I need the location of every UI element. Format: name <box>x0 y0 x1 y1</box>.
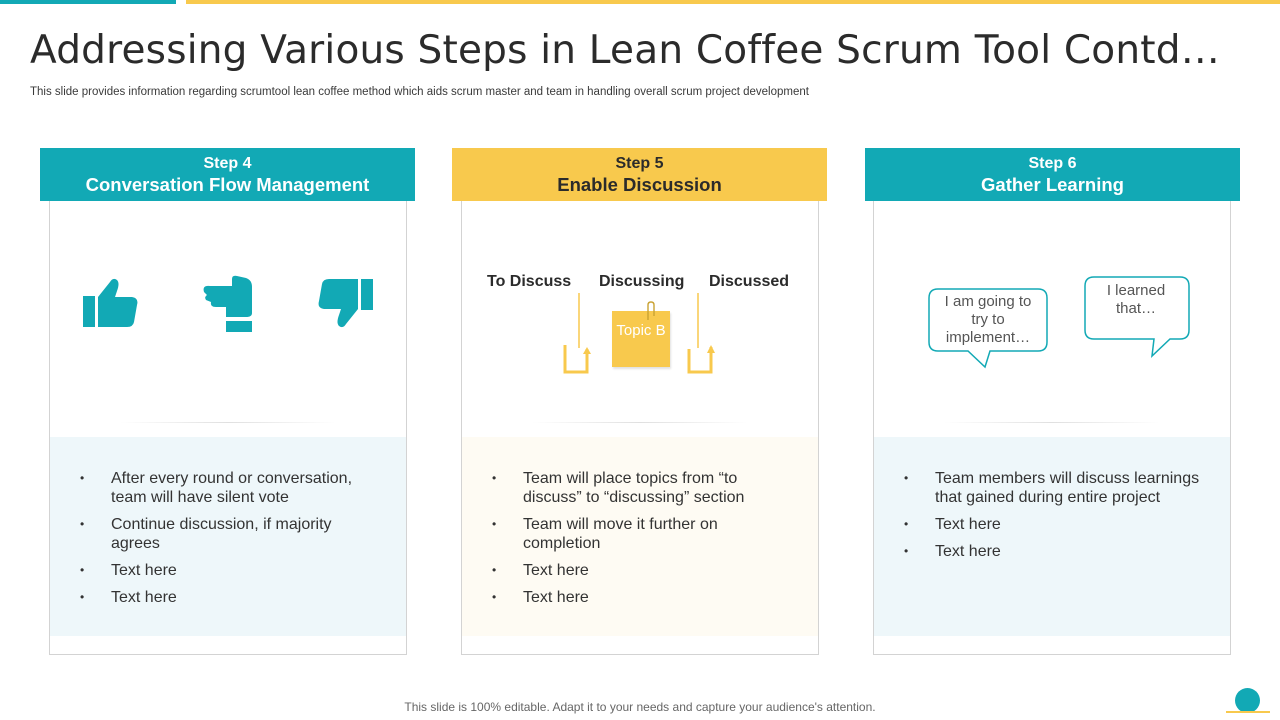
top-accent-bar-yellow <box>186 0 1280 4</box>
footer-note: This slide is 100% editable. Adapt it to… <box>404 700 876 714</box>
speech-bubble-right-icon <box>1084 276 1190 358</box>
step-6-bullet-list: Team members will discuss learnings that… <box>904 469 1200 569</box>
step-4-card: After every round or conversation, team … <box>49 200 407 655</box>
bullet-item: After every round or conversation, team … <box>80 469 376 507</box>
page-subtitle: This slide provides information regardin… <box>30 86 809 98</box>
bullet-item: Text here <box>904 515 1200 534</box>
thumbs-sideways-icon <box>203 275 252 332</box>
page-title: Addressing Various Steps in Lean Coffee … <box>30 28 1220 73</box>
step-4-bullets-panel: After every round or conversation, team … <box>50 437 406 636</box>
arrow-down-icon <box>563 293 591 374</box>
bullet-item: Team members will discuss learnings that… <box>904 469 1200 507</box>
step-4-header: Step 4 Conversation Flow Management <box>40 148 415 201</box>
card-divider <box>120 422 336 423</box>
step-5-bullets-panel: Team will place topics from “to discuss”… <box>462 437 818 636</box>
step-6-number: Step 6 <box>1028 155 1077 172</box>
bullet-item: Team will move it further on completion <box>492 515 788 553</box>
top-accent-bar-teal <box>0 0 176 4</box>
bullet-item: Continue discussion, if majority agrees <box>80 515 376 553</box>
bullet-item: Team will place topics from “to discuss”… <box>492 469 788 507</box>
card-divider <box>532 422 748 423</box>
step-5-header: Step 5 Enable Discussion <box>452 148 827 201</box>
step-4-bullet-list: After every round or conversation, team … <box>80 469 376 615</box>
speech-bubble-left-icon <box>928 288 1048 369</box>
corner-dot-icon <box>1235 688 1260 713</box>
corner-accent-line <box>1226 711 1270 713</box>
thumbs-down-icon <box>318 279 373 328</box>
step-5-number: Step 5 <box>615 155 664 172</box>
column-label-discussed: Discussed <box>709 273 790 290</box>
column-label-discussing: Discussing <box>599 273 685 290</box>
step-6-header: Step 6 Gather Learning <box>865 148 1240 201</box>
topic-sticky-note: Topic B <box>612 311 670 367</box>
bullet-item: Text here <box>80 561 376 580</box>
bullet-item: Text here <box>492 561 788 580</box>
card-divider <box>944 422 1160 423</box>
arrow-up-icon <box>687 293 715 374</box>
bullet-item: Text here <box>904 542 1200 561</box>
speech-bubble-left-text: I am going to try to implement… <box>944 293 1032 346</box>
column-label-to-discuss: To Discuss <box>487 273 572 290</box>
paperclip-icon <box>647 301 655 320</box>
thumbs-up-icon <box>83 278 138 327</box>
step-5-card: To Discuss Discussing Discussed Topic B … <box>461 200 819 655</box>
step-4-name: Conversation Flow Management <box>85 174 370 195</box>
step-6-name: Gather Learning <box>981 174 1124 195</box>
bullet-item: Text here <box>492 588 788 607</box>
bullet-item: Text here <box>80 588 376 607</box>
step-5-name: Enable Discussion <box>557 174 722 195</box>
step-4-number: Step 4 <box>203 155 252 172</box>
speech-bubble-right-text: I learned that… <box>1106 282 1166 317</box>
step-5-bullet-list: Team will place topics from “to discuss”… <box>492 469 788 615</box>
step-6-bullets-panel: Team members will discuss learnings that… <box>874 437 1230 636</box>
step-6-card: I am going to try to implement… I learne… <box>873 200 1231 655</box>
